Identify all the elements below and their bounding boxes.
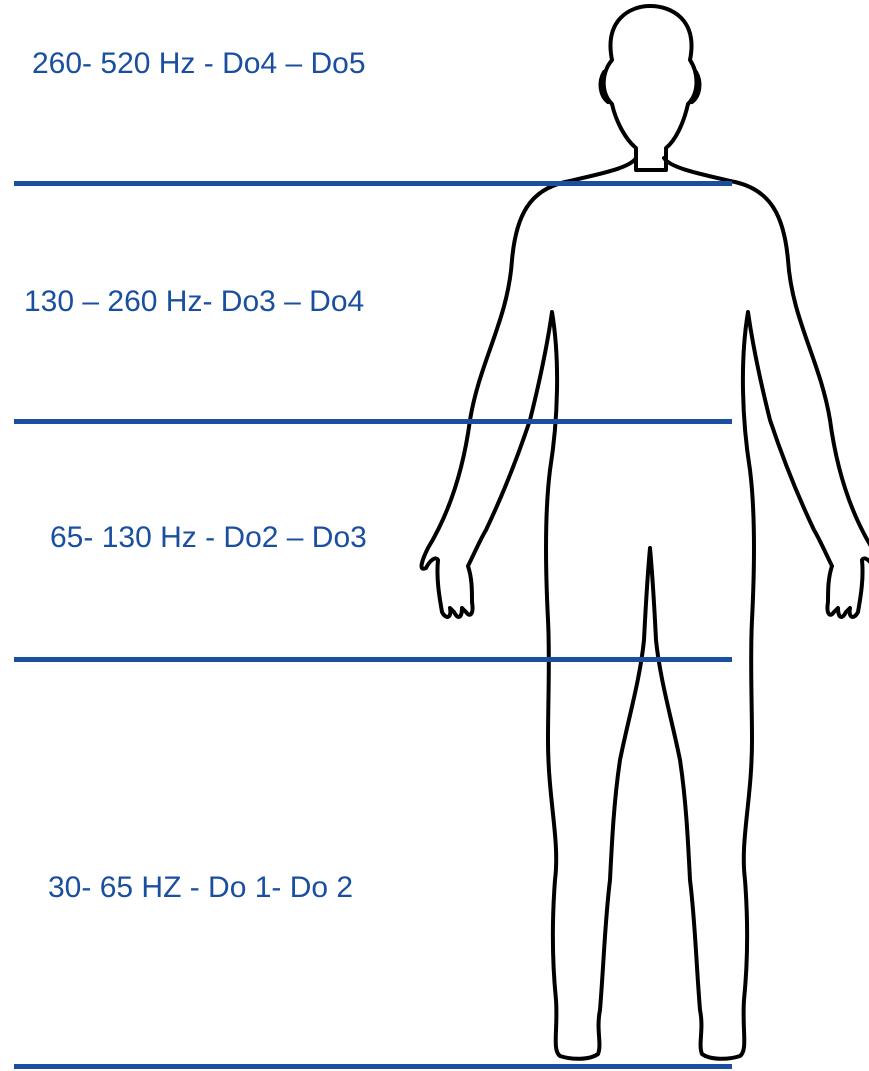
band-label-do3-do4: 130 – 260 Hz- Do3 – Do4 (24, 284, 364, 320)
band-label-do1-do2: 30- 65 HZ - Do 1- Do 2 (48, 870, 353, 906)
band-divider (14, 419, 732, 424)
band-label-do4-do5: 260- 520 Hz - Do4 – Do5 (32, 46, 366, 82)
band-label-do2-do3: 65- 130 Hz - Do2 – Do3 (50, 520, 367, 556)
band-divider (14, 657, 732, 662)
band-divider (14, 181, 732, 186)
band-divider (14, 1064, 732, 1069)
